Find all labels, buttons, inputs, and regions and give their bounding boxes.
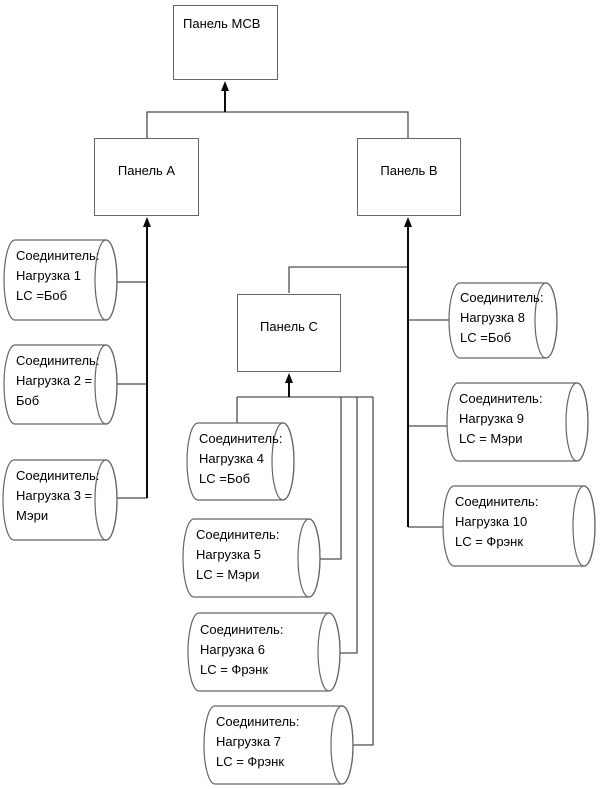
cylinder-load-8 (448, 282, 558, 359)
cylinder-load-4 (186, 422, 295, 501)
connector-label-load-2: Соединитель: Нагрузка 2 = Боб (16, 353, 100, 408)
connector-label-load-4: Соединитель: Нагрузка 4 LC =Боб (199, 431, 283, 486)
panel-a-box: Панель А (94, 138, 199, 216)
arrow-up-icon (143, 217, 151, 227)
panel-c-label: Панель С (260, 319, 318, 334)
connector-label-load-8: Соединитель: Нагрузка 8 LC =Боб (460, 290, 544, 345)
arrow-up-icon (285, 373, 293, 383)
connector-label-load-9: Соединитель: Нагрузка 9 LC = Мэри (459, 391, 543, 446)
panel-mcb-box: Панель МСВ (173, 5, 278, 80)
panel-a-label: Панель А (117, 163, 176, 178)
line-load6 (340, 397, 358, 654)
cylinder-load-3 (2, 459, 118, 541)
panel-mcb-label: Панель МСВ (183, 16, 261, 31)
cylinder-load-7 (203, 705, 354, 785)
line-trunk-top (146, 111, 409, 138)
line-load5 (320, 397, 342, 560)
connector-label-load-3: Соединитель: Нагрузка 3 = Мэри (16, 468, 100, 523)
connector-lines (117, 111, 449, 746)
cylinder-load-2 (3, 344, 118, 425)
cylinder-load-10 (442, 485, 596, 567)
arrow-up-icon (221, 81, 229, 91)
cylinder-load-5 (182, 518, 321, 598)
trunk-arrows (143, 81, 412, 527)
connector-label-load-10: Соединитель: Нагрузка 10 LC = Фрэнк (455, 494, 539, 549)
panel-c-box: Панель С (237, 294, 341, 372)
line-load7 (353, 397, 374, 746)
connector-label-load-5: Соединитель: Нагрузка 5 LC = Мэри (196, 527, 280, 582)
connector-label-load-7: Соединитель: Нагрузка 7 LC = Фрэнк (216, 714, 300, 769)
cylinder-load-9 (446, 382, 589, 462)
cylinder-load-6 (187, 612, 341, 692)
arrow-up-icon (404, 217, 412, 227)
connector-label-load-6: Соединитель: Нагрузка 6 LC = Фрэнк (200, 622, 284, 677)
cylinder-load-1 (3, 239, 118, 321)
connector-label-load-1: Соединитель: Нагрузка 1 LC =Боб (16, 248, 100, 303)
line-panel-c (288, 266, 408, 293)
connector-cylinders (2, 239, 596, 785)
panel-b-box: Панель В (357, 138, 461, 216)
panel-b-label: Панель В (380, 163, 438, 178)
